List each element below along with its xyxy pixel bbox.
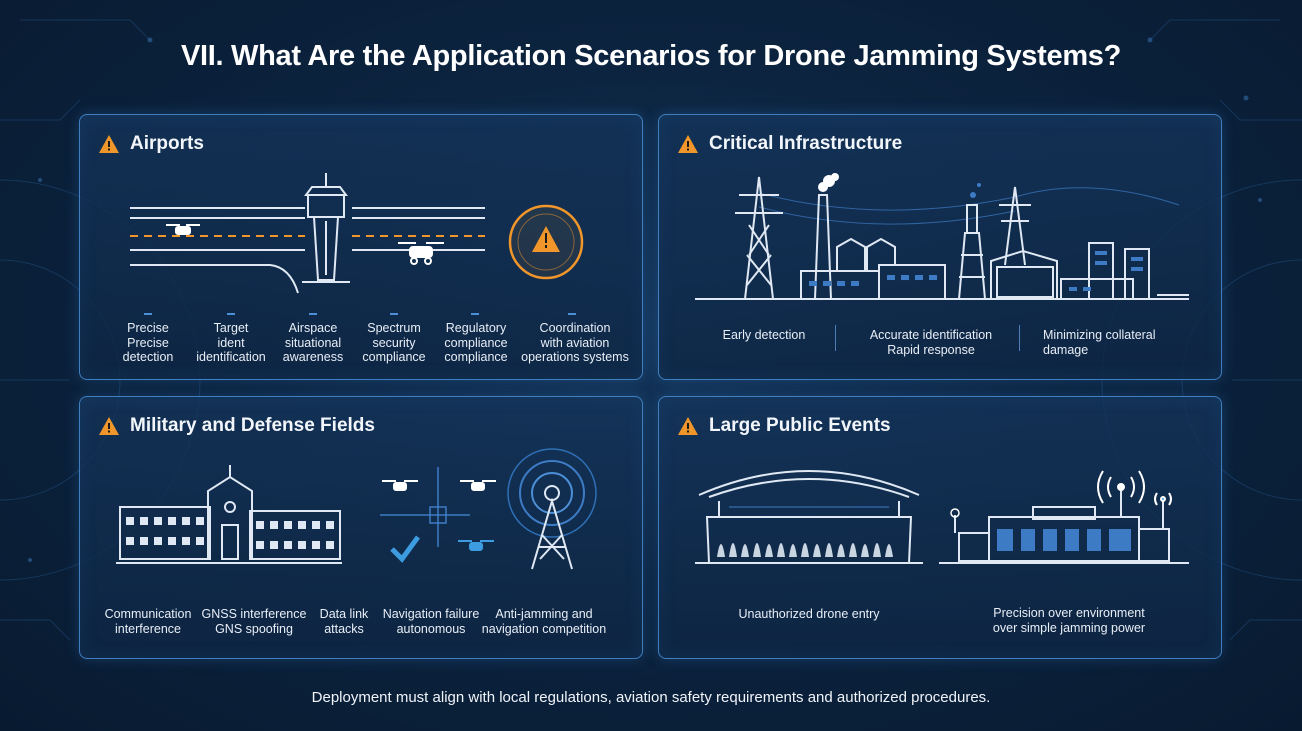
drone-icon: [382, 480, 418, 491]
infrastructure-illustration: [695, 173, 1189, 300]
signal-icon: [950, 508, 960, 518]
panel-title: Large Public Events: [709, 415, 891, 436]
warning-icon: [99, 135, 119, 153]
drone-icon: [166, 224, 200, 235]
panel-military-defense: Military and Defense Fields: [79, 396, 643, 659]
alert-circle-icon: [508, 204, 584, 280]
panel-title: Airports: [130, 133, 204, 154]
warning-icon: [678, 135, 698, 153]
panel-title: Military and Defense Fields: [130, 415, 375, 436]
antenna-icon: [507, 448, 597, 570]
panel-public-events: Large Public Events: [658, 396, 1222, 659]
panel-header: Military and Defense Fields: [98, 415, 375, 437]
panel-critical-infrastructure: Critical Infrastructure: [658, 114, 1222, 380]
checkmark-icon: [390, 535, 421, 563]
panel-header: Airports: [98, 133, 204, 155]
warning-icon: [678, 417, 698, 435]
label-unauthorized-entry: Unauthorized drone entry: [738, 607, 880, 621]
events-illustration: [695, 470, 1189, 564]
page-title: VII. What Are the Application Scenarios …: [180, 40, 1122, 72]
signal-icon: [1097, 470, 1145, 504]
signal-icon: [1154, 492, 1172, 506]
warning-icon: [99, 417, 119, 435]
airport-illustration: [130, 173, 584, 294]
drone-icon: [398, 242, 444, 265]
panel-header: Large Public Events: [677, 415, 891, 437]
drone-icon: [460, 480, 496, 491]
panel-title: Critical Infrastructure: [709, 133, 903, 154]
label-early-detection: Early detection: [722, 328, 806, 342]
drone-icon: [458, 540, 494, 551]
military-illustration: [116, 448, 597, 570]
panel-airports: Airports: [79, 114, 643, 380]
panel-header: Critical Infrastructure: [677, 133, 902, 155]
footer-note: Deployment must align with local regulat…: [311, 689, 991, 706]
